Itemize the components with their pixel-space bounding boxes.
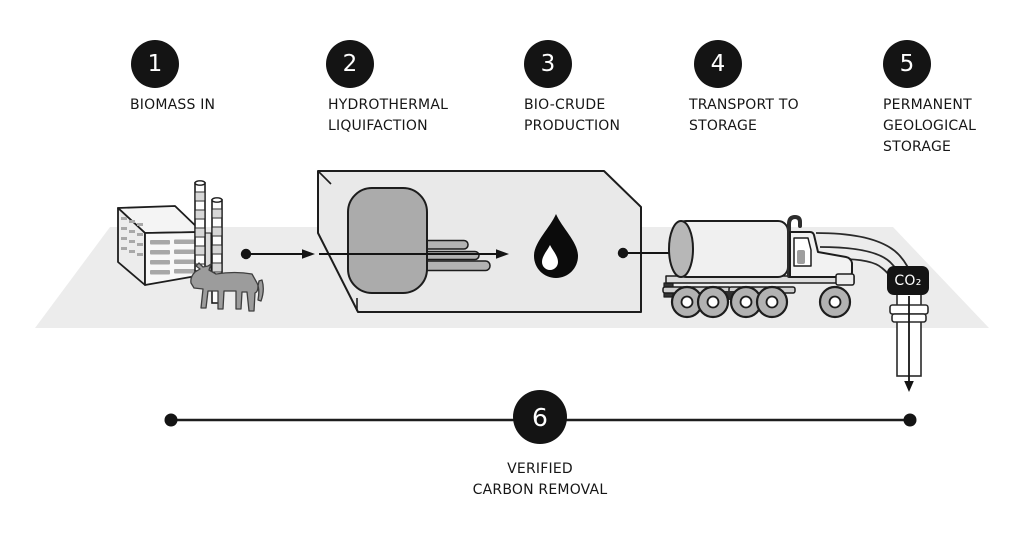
step-6-badge: 6 <box>513 390 567 444</box>
step-6-number: 6 <box>532 402 548 432</box>
injection-down-arrow <box>904 296 914 392</box>
step-1-label: BIOMASS IN <box>130 97 216 113</box>
step-4-badge: 4 <box>694 40 742 88</box>
step-1-number: 1 <box>147 50 163 77</box>
step-2-label: HYDROTHERMAL LIQUIFACTION <box>328 97 449 134</box>
step-3-number: 3 <box>540 50 556 77</box>
step-4-number: 4 <box>710 50 726 77</box>
step-3-label: BIO-CRUDE PRODUCTION <box>524 97 621 134</box>
step-5-number: 5 <box>899 50 915 77</box>
reactor-tank-icon <box>347 187 428 294</box>
step-2-badge: 2 <box>326 40 374 88</box>
flow-arrow-1 <box>240 248 315 260</box>
step-3-badge: 3 <box>524 40 572 88</box>
flow-arrow-2 <box>319 249 509 259</box>
oil-droplet-icon <box>534 214 578 278</box>
cow-icon <box>190 262 264 312</box>
truck-wheels <box>670 285 852 319</box>
co2-chip: CO₂ <box>887 266 929 295</box>
co2-chip-label: CO₂ <box>894 272 922 289</box>
step-5-label: PERMANENT GEOLOGICAL STORAGE <box>883 97 977 155</box>
factory-vent-slats <box>121 217 197 275</box>
step-5-badge: 5 <box>883 40 931 88</box>
step-6-label: VERIFIED CARBON REMOVAL <box>472 461 608 498</box>
step-4-label: TRANSPORT TO STORAGE <box>689 97 799 134</box>
step-1-badge: 1 <box>131 40 179 88</box>
flow-arrow-3 <box>617 247 674 259</box>
step-2-number: 2 <box>342 50 358 77</box>
tanker-truck-icon <box>662 215 855 319</box>
